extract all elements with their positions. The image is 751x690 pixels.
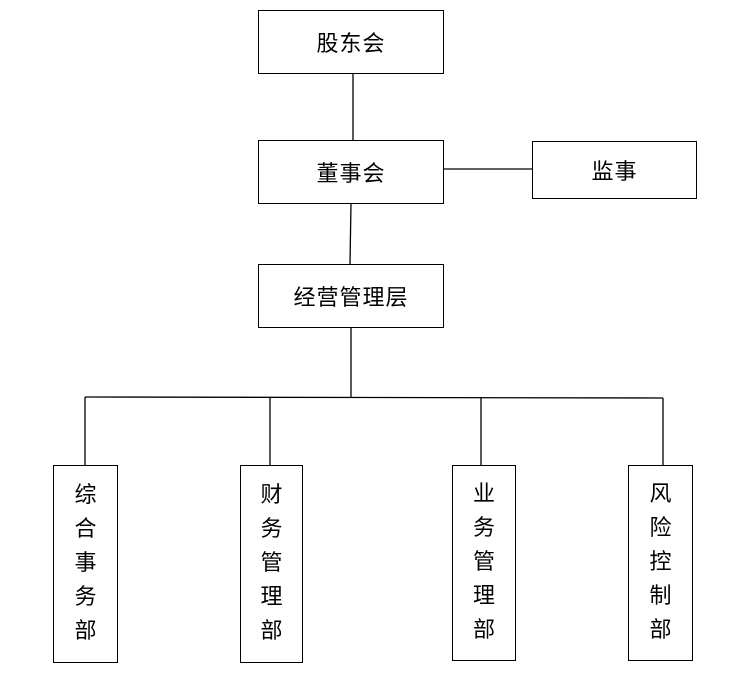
department-box: 业务管理部 <box>452 465 516 661</box>
board-label: 董事会 <box>316 162 386 187</box>
department-box: 财务管理部 <box>240 465 303 663</box>
department-label: 综合事务部 <box>74 483 97 644</box>
connector-horizontal-bus <box>84 396 664 399</box>
connector-board-management <box>349 202 352 265</box>
supervisor-box: 监事 <box>532 141 697 199</box>
department-box: 综合事务部 <box>53 465 118 663</box>
management-box: 经营管理层 <box>258 264 444 328</box>
management-label: 经营管理层 <box>293 286 409 311</box>
supervisor-label: 监事 <box>591 160 638 185</box>
department-label: 风险控制部 <box>649 482 672 643</box>
department-label: 财务管理部 <box>260 483 283 644</box>
board-box: 董事会 <box>258 140 444 204</box>
department-label: 业务管理部 <box>472 482 495 643</box>
department-box: 风险控制部 <box>628 465 693 661</box>
shareholders-box: 股东会 <box>258 10 444 74</box>
shareholders-label: 股东会 <box>316 32 386 57</box>
